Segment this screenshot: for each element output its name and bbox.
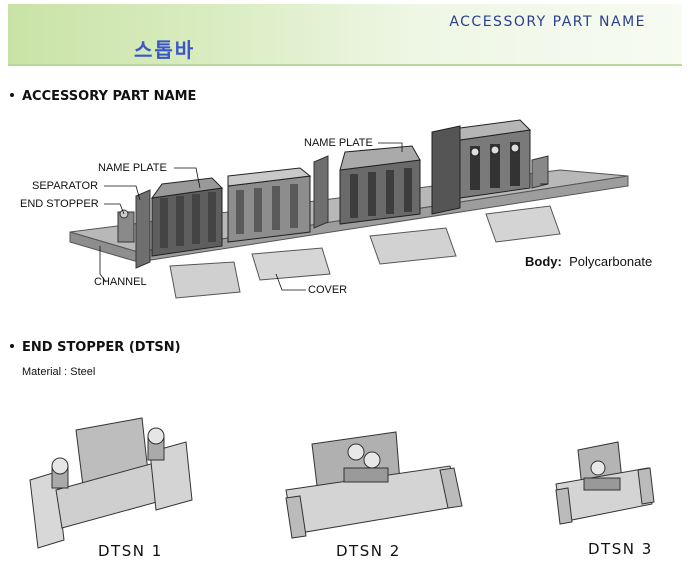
banner-title: ACCESSORY PART NAME — [449, 14, 646, 30]
callout-separator: SEPARATOR — [32, 180, 99, 192]
separator-part — [135, 189, 151, 269]
body-material-label: Body: Polycarbonate — [525, 254, 653, 269]
terminal-block-1 — [150, 177, 224, 257]
dtsn3-illustration — [555, 441, 655, 525]
terminal-block-2 — [227, 167, 312, 243]
caption-dtsn1: DTSN 1 — [98, 542, 163, 560]
separator-part — [313, 155, 329, 229]
terminal-block-3 — [339, 145, 421, 225]
bullet-icon — [10, 92, 14, 97]
banner-korean-title: 스톱바 — [134, 38, 196, 62]
end-stopper-part — [117, 209, 135, 243]
callout-name-plate-left: NAME PLATE — [98, 162, 167, 174]
header-banner: ACCESSORY PART NAME 스톱바 — [8, 4, 682, 66]
cover-pieces — [169, 205, 561, 299]
caption-dtsn2: DTSN 2 — [336, 542, 401, 560]
section-heading-accessory: ACCESSORY PART NAME — [10, 89, 196, 104]
callout-lines — [99, 142, 548, 291]
separator-part — [431, 125, 461, 215]
material-text: Material : Steel — [22, 366, 96, 378]
end-stopper-part — [531, 155, 549, 189]
caption-dtsn3: DTSN 3 — [588, 540, 653, 558]
terminal-block-4 — [459, 119, 532, 199]
bullet-icon — [10, 343, 14, 348]
callout-channel: CHANNEL — [94, 276, 147, 288]
dtsn2-illustration — [285, 431, 463, 539]
callout-cover: COVER — [308, 284, 348, 296]
callout-end-stopper: END STOPPER — [20, 198, 99, 210]
dtsn1-illustration — [29, 417, 193, 549]
callout-name-plate-right: NAME PLATE — [304, 137, 373, 149]
section-heading-end-stopper: END STOPPER (DTSN) — [10, 340, 181, 355]
